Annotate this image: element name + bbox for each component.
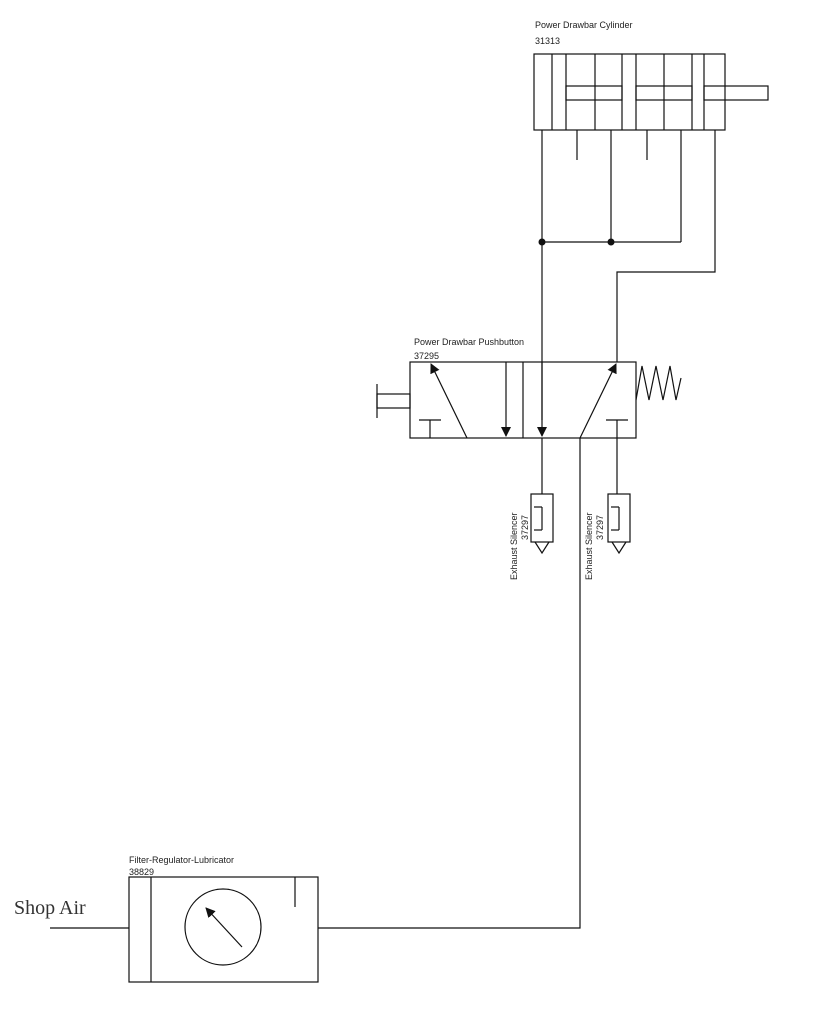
pushbutton-part-number: 37295: [414, 351, 439, 361]
supply-line: [318, 438, 581, 929]
power-drawbar-pushbutton: Power Drawbar Pushbutton 37295: [376, 337, 682, 439]
cylinder-title: Power Drawbar Cylinder: [535, 20, 633, 30]
junction-dot: [538, 238, 546, 246]
pressure-gauge-icon: [184, 888, 262, 966]
junction-dot: [607, 238, 615, 246]
silencer-b-part-number: 37297: [595, 515, 605, 540]
pushbutton-title: Power Drawbar Pushbutton: [414, 337, 524, 347]
frl-title: Filter-Regulator-Lubricator: [129, 855, 234, 865]
silencer-b-title: Exhaust Silencer: [584, 512, 594, 580]
exhaust-silencer-a: Exhaust Silencer 37297: [509, 438, 554, 580]
shop-air-source: Shop Air: [14, 897, 129, 929]
frl-part-number: 38829: [129, 867, 154, 877]
filter-regulator-lubricator: Filter-Regulator-Lubricator 38829: [128, 855, 319, 983]
power-drawbar-cylinder: Power Drawbar Cylinder 31313: [533, 20, 769, 160]
cylinder-part-number: 31313: [535, 36, 560, 46]
silencer-a-title: Exhaust Silencer: [509, 512, 519, 580]
shop-air-label: Shop Air: [14, 897, 86, 919]
exhaust-silencer-b: Exhaust Silencer 37297: [584, 438, 631, 580]
cylinder-piping: [538, 130, 716, 420]
silencer-a-part-number: 37297: [520, 515, 530, 540]
